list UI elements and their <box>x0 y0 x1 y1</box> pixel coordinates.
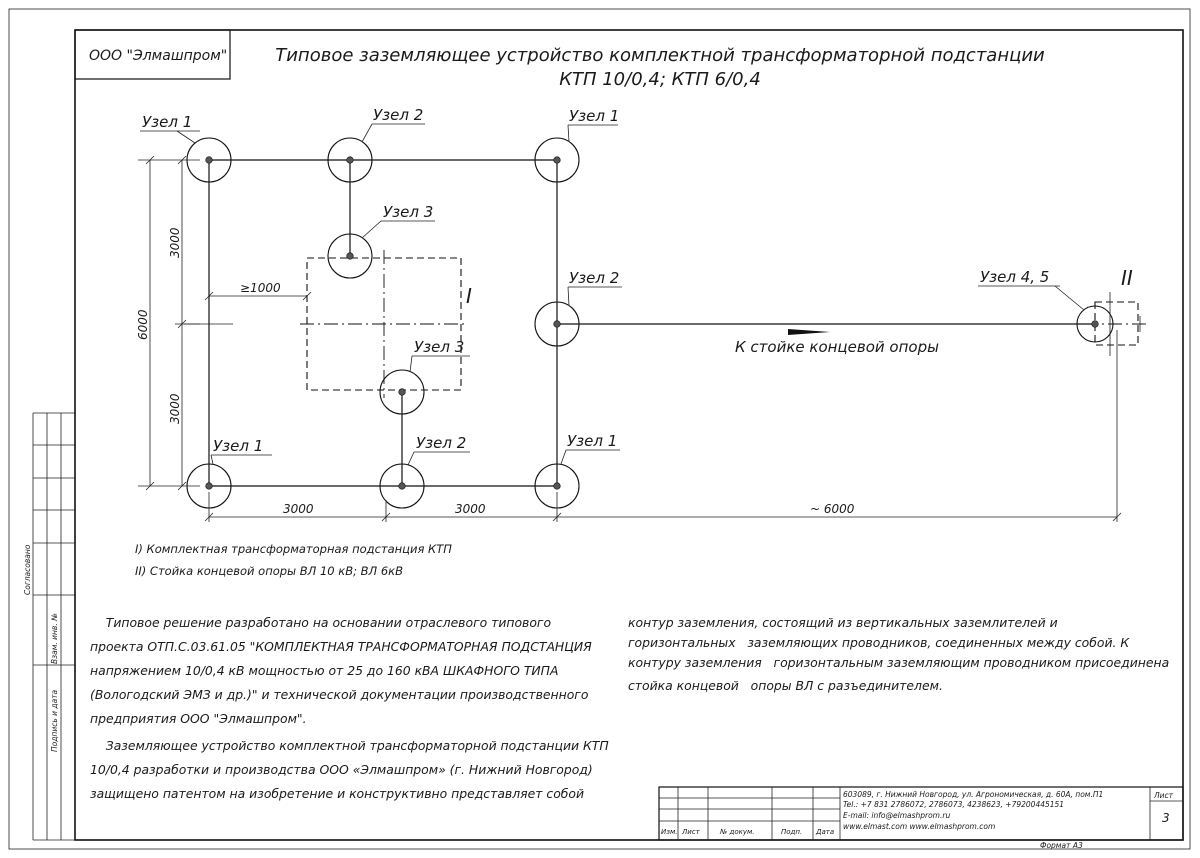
direction-arrow <box>788 329 830 335</box>
stamp-col-sign: Подп. <box>781 828 802 836</box>
title-block: Изм. Лист № докум. Подп. Дата 603089, г.… <box>658 786 1184 841</box>
body-left-line: защищено патентом на изобретение и конст… <box>90 786 584 801</box>
legend-item-2: II) Стойка концевой опоры ВЛ 10 кВ; ВЛ 6… <box>135 564 403 578</box>
body-right-line: горизонтальных заземляющих проводников, … <box>628 635 1130 650</box>
stamp-email: E-mail: info@elmashprom.ru <box>843 811 950 820</box>
node-5: Узел 2 <box>534 269 622 347</box>
side-sign-label: Подпись и дата <box>50 689 59 752</box>
stamp-tel: Tel.: +7 831 2786072, 2786073, 4238623, … <box>843 800 1064 809</box>
pole-marker: II <box>1121 266 1133 290</box>
dim-offset: ≥1000 <box>240 281 281 295</box>
body-left-line: предприятия ООО "Элмашпром". <box>90 711 307 726</box>
vertical-dimensions: 6000 3000 3000 <box>136 155 200 491</box>
body-left-line: Типовое решение разработано на основании… <box>90 615 551 630</box>
node-8: Узел 2 <box>379 434 470 509</box>
org-name: ООО "Элмашпром" <box>89 48 227 64</box>
body-text-right: контур заземления, состоящий из вертикал… <box>628 615 1169 693</box>
body-left-line: Заземляющее устройство комплектной транс… <box>90 738 609 753</box>
node-6-label: Узел 3 <box>414 338 464 356</box>
dim-v-lower: 3000 <box>168 393 182 424</box>
ktp-marker: I <box>466 284 472 308</box>
horizontal-dimensions: 3000 3000 ~ 6000 <box>204 330 1122 522</box>
stamp-address: 603089, г. Нижний Новгород, ул. Агрономи… <box>843 790 1103 799</box>
node-1: Узел 1 <box>140 113 232 183</box>
body-right-line: контуру заземления горизонтальным заземл… <box>628 655 1169 670</box>
dim-h-left: 3000 <box>283 502 314 516</box>
pole-outline <box>1094 301 1139 346</box>
node-3-label: Узел 1 <box>569 107 619 125</box>
node-8-label: Узел 2 <box>416 434 466 452</box>
node-1-label: Узел 1 <box>142 113 192 131</box>
dim-h-mid: 3000 <box>455 502 486 516</box>
node-9: Узел 1 <box>534 432 620 509</box>
body-left-line: (Вологодский ЭМЗ и др.)" и технической д… <box>90 687 589 702</box>
stamp-col-date: Дата <box>815 828 834 836</box>
body-left-line: 10/0,4 разработки и производства ООО «Эл… <box>90 762 593 777</box>
body-right-line: контур заземления, состоящий из вертикал… <box>628 615 1058 630</box>
title-line-2: КТП 10/0,4; КТП 6/0,4 <box>559 69 761 90</box>
node-4-label: Узел 3 <box>383 203 433 221</box>
node-5-label: Узел 2 <box>569 269 619 287</box>
org-box <box>74 29 231 80</box>
outer-border <box>8 8 1191 850</box>
node-10: Узел 4, 5 <box>978 268 1114 343</box>
inner-frame <box>74 29 1184 841</box>
side-agreed-label: Согласовано <box>23 544 32 595</box>
node-4: Узел 3 <box>327 203 435 279</box>
node-2-label: Узел 2 <box>373 106 423 124</box>
stamp-www: www.elmast.com www.elmashprom.com <box>843 822 995 831</box>
title-line-1: Типовое заземляющее устройство комплектн… <box>275 45 1045 66</box>
legend-item-1: I) Комплектная трансформаторная подстанц… <box>135 542 452 556</box>
dim-v-total: 6000 <box>136 309 150 340</box>
body-text-left: Типовое решение разработано на основании… <box>90 615 609 801</box>
stamp-col-izm: Изм. <box>661 828 677 836</box>
side-inv-label: Взам. инв. № <box>50 613 59 664</box>
body-left-line: проекта ОТП.С.03.61.05 "КОМПЛЕКТНАЯ ТРАН… <box>90 639 592 654</box>
stamp-col-doc: № докум. <box>719 828 755 836</box>
node-6: Узел 3 <box>379 338 470 415</box>
node-3: Узел 1 <box>534 107 619 183</box>
arrow-label: К стойке концевой опоры <box>735 338 939 356</box>
stamp-sheet-number: 3 <box>1162 811 1170 825</box>
stamp-col-list: Лист <box>681 828 701 836</box>
dim-h-right: ~ 6000 <box>810 502 855 516</box>
offset-dimension: ≥1000 <box>204 281 312 301</box>
node-10-label: Узел 4, 5 <box>980 268 1049 286</box>
dim-v-upper: 3000 <box>168 227 182 258</box>
body-right-line: стойка концевой опоры ВЛ с разъединителе… <box>628 678 943 693</box>
node-7: Узел 1 <box>186 437 272 509</box>
body-left-line: напряжением 10/0,4 кВ мощностью от 25 до… <box>90 663 558 678</box>
stamp-sheet-label: Лист <box>1153 791 1174 800</box>
node-2: Узел 2 <box>327 106 425 183</box>
node-7-label: Узел 1 <box>213 437 263 455</box>
side-strip: Согласовано Взам. инв. № Подпись и дата <box>23 412 75 841</box>
node-9-label: Узел 1 <box>567 432 617 450</box>
sheet-format: Формат А3 <box>1040 841 1083 850</box>
